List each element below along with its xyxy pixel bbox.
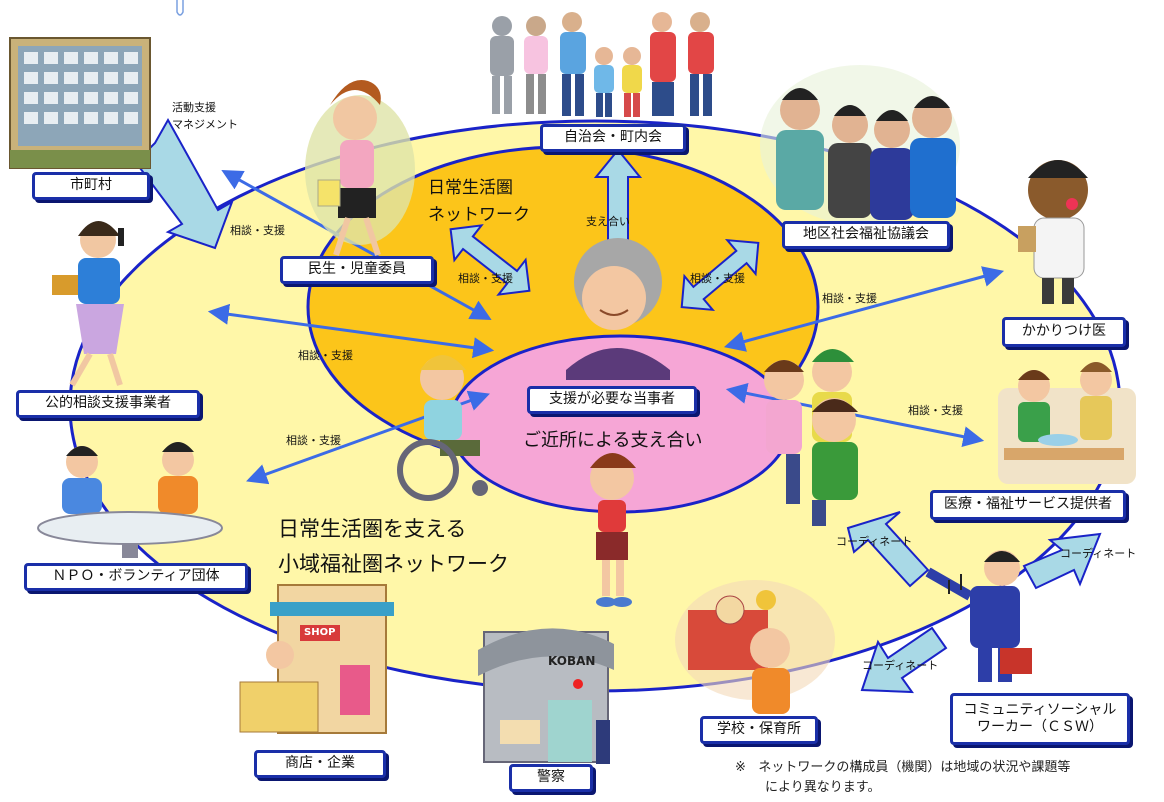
label-katsudo-line2: マネジメント xyxy=(172,117,238,131)
drop-icon xyxy=(176,0,184,16)
city-hall-illustration xyxy=(9,37,151,169)
neighborhood-label: ご近所による支え合い xyxy=(523,430,703,451)
arrow-shichoson-center xyxy=(221,169,492,321)
box-shakyo: 地区社会福祉協議会 xyxy=(782,221,950,249)
npo-meeting-illustration xyxy=(37,442,223,558)
label-sodan-shakyo: 相談・支援 xyxy=(690,272,745,285)
box-shoten: 商店・企業 xyxy=(254,750,386,778)
outer-network-title: 日常生活圏を支える 小域福祉圏ネットワーク xyxy=(278,512,509,581)
elderly-person-illustration xyxy=(566,238,670,380)
label-katsudo-shien: 活動支援 マネジメント xyxy=(172,100,238,133)
label-sodan-minsei: 相談・支援 xyxy=(458,272,513,285)
girl-illustration xyxy=(590,453,636,607)
footnote: ※ ネットワークの構成員（機関）は地域の状況や課題等 により異なります。 xyxy=(735,758,1070,798)
box-shichoson: 市町村 xyxy=(32,172,150,200)
box-center-person: 支援が必要な当事者 xyxy=(527,386,697,414)
koban-sign: KOBAN xyxy=(548,654,596,668)
inner-network-title-line2: ネットワーク xyxy=(428,205,530,226)
footnote-mark: ※ xyxy=(735,760,746,775)
csw-man-illustration xyxy=(925,550,1032,682)
box-iryo: 医療・福祉サービス提供者 xyxy=(930,490,1126,520)
box-koteki: 公的相談支援事業者 xyxy=(16,390,200,418)
school-illustration xyxy=(675,580,835,714)
shop-illustration xyxy=(239,584,394,734)
arrow-kakaritsuke-center xyxy=(723,266,1005,352)
label-sodan-npo: 相談・支援 xyxy=(286,434,341,447)
double-arrow-shakyo xyxy=(680,238,760,312)
csw-line2: ワーカー（ＣＳＷ） xyxy=(977,719,1103,735)
box-minsei: 民生・児童委員 xyxy=(280,256,434,284)
box-npo: ＮＰＯ・ボランティア団体 xyxy=(24,563,248,591)
consult-arrows xyxy=(207,169,1005,485)
arrow-coord-3 xyxy=(860,626,948,694)
label-sodan-koteki: 相談・支援 xyxy=(298,349,353,362)
footnote-line1: ※ ネットワークの構成員（機関）は地域の状況や課題等 xyxy=(735,758,1070,778)
csw-line1: コミュニティソーシャル xyxy=(963,701,1117,718)
outer-network-title-line2: 小域福祉圏ネットワーク xyxy=(278,551,509,576)
outer-network-title-line1: 日常生活圏を支える xyxy=(278,517,467,541)
footnote-line2: により異なります。 xyxy=(765,780,881,796)
shop-sign: SHOP xyxy=(304,627,336,638)
label-sodan-kakaritsuke: 相談・支援 xyxy=(822,292,877,305)
box-jichikai: 自治会・町内会 xyxy=(540,124,686,152)
box-csw: コミュニティソーシャル ワーカー（ＣＳＷ） xyxy=(950,693,1130,745)
inner-network-title: 日常生活圏 ネットワーク xyxy=(428,175,530,229)
label-sodan-shichoson: 相談・支援 xyxy=(230,224,285,237)
doctor-illustration xyxy=(1018,160,1088,304)
label-katsudo-line1: 活動支援 xyxy=(172,101,216,114)
arrow-coord-1 xyxy=(846,511,930,588)
family-illustration xyxy=(490,12,714,117)
coordinate-arrows xyxy=(846,511,1102,694)
label-sasaeai: 支え合い xyxy=(586,215,630,228)
label-coordinate-1: コーディネート xyxy=(836,535,913,548)
box-gakko: 学校・保育所 xyxy=(700,716,818,744)
minsei-woman-illustration xyxy=(305,80,415,256)
business-people-illustration xyxy=(760,65,960,225)
wheelchair-boy-illustration xyxy=(397,355,488,501)
inner-network-title-line1: 日常生活圏 xyxy=(428,178,513,198)
children-illustration xyxy=(764,349,858,526)
label-coordinate-2: コーディネート xyxy=(1060,547,1137,560)
box-kakaritsuke: かかりつけ医 xyxy=(1002,317,1126,347)
koban-illustration xyxy=(478,628,614,764)
arrow-koteki-center xyxy=(207,303,495,359)
phone-woman-illustration xyxy=(52,221,124,387)
arrow-coord-2 xyxy=(1022,532,1102,590)
label-coordinate-3: コーディネート xyxy=(862,659,939,672)
box-keisatsu: 警察 xyxy=(509,764,593,792)
footnote-text-1: ネットワークの構成員（機関）は地域の状況や課題等 xyxy=(758,760,1071,775)
label-sodan-iryo: 相談・支援 xyxy=(908,404,963,417)
care-scene-illustration xyxy=(998,362,1136,484)
